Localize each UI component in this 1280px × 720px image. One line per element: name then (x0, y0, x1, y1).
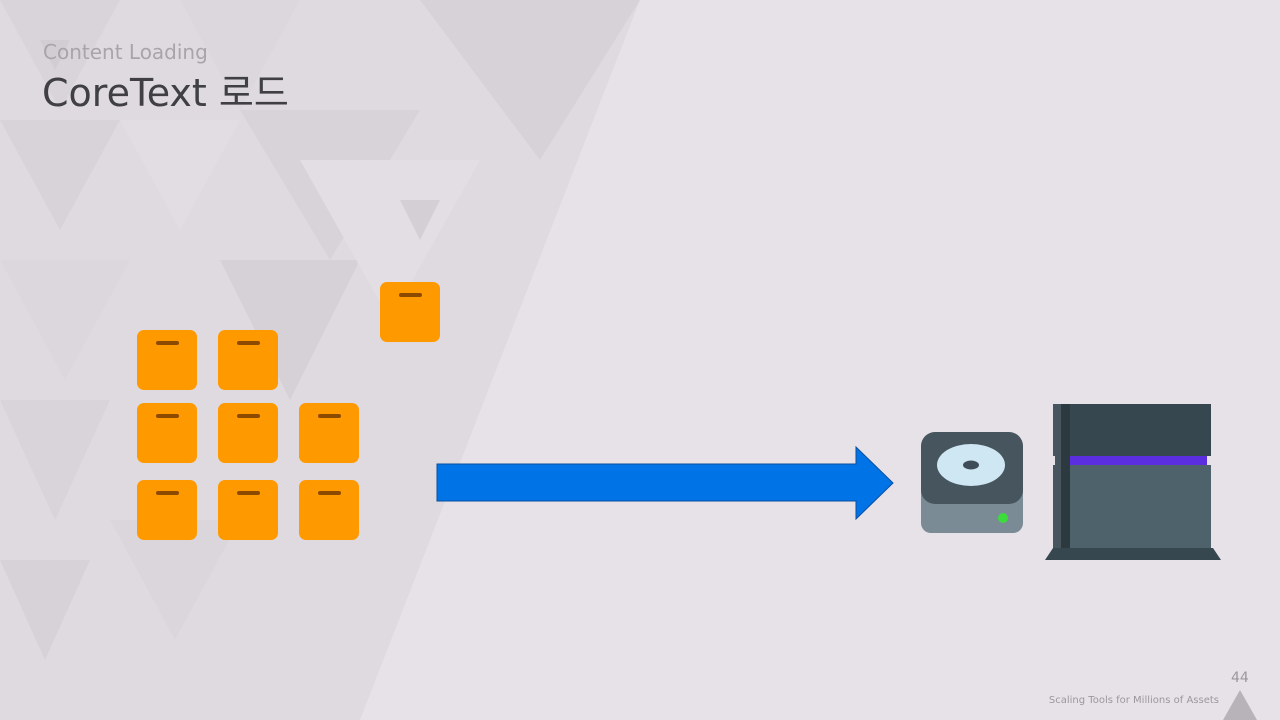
loading-content-box-icon (380, 282, 440, 342)
hard-drive-icon (921, 432, 1023, 533)
footer-triangle-icon (1223, 690, 1257, 720)
slide-subtitle: Content Loading (43, 40, 208, 64)
content-box-icon (299, 403, 359, 463)
content-box-icon (137, 480, 197, 540)
load-arrow-icon (436, 446, 894, 520)
content-box-icon (137, 403, 197, 463)
slide-title: CoreText 로드 (42, 71, 289, 115)
page-number: 44 (1231, 670, 1249, 686)
content-box-icon (299, 480, 359, 540)
content-box-icon (218, 330, 278, 390)
content-box-icon (218, 480, 278, 540)
presentation-footer: Scaling Tools for Millions of Assets (1048, 695, 1219, 706)
game-console-icon (1045, 404, 1221, 560)
content-box-icon (137, 330, 197, 390)
content-box-icon (218, 403, 278, 463)
